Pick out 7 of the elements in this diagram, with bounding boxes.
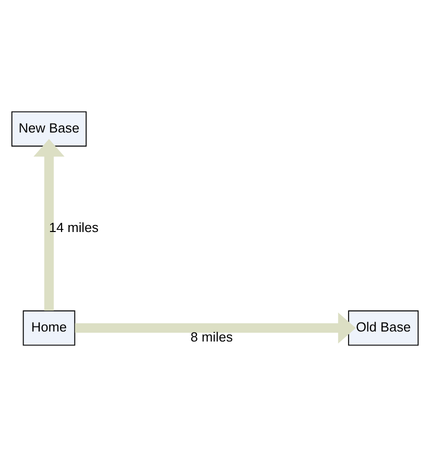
node-box: New Base — [11, 111, 87, 147]
edge-label: 14 miles — [48, 220, 99, 236]
edge-label: 8 miles — [190, 330, 233, 345]
arrow — [34, 138, 64, 311]
arrow — [74, 312, 356, 344]
node-box: Home — [22, 310, 76, 346]
node-box: Old Base — [348, 310, 419, 346]
